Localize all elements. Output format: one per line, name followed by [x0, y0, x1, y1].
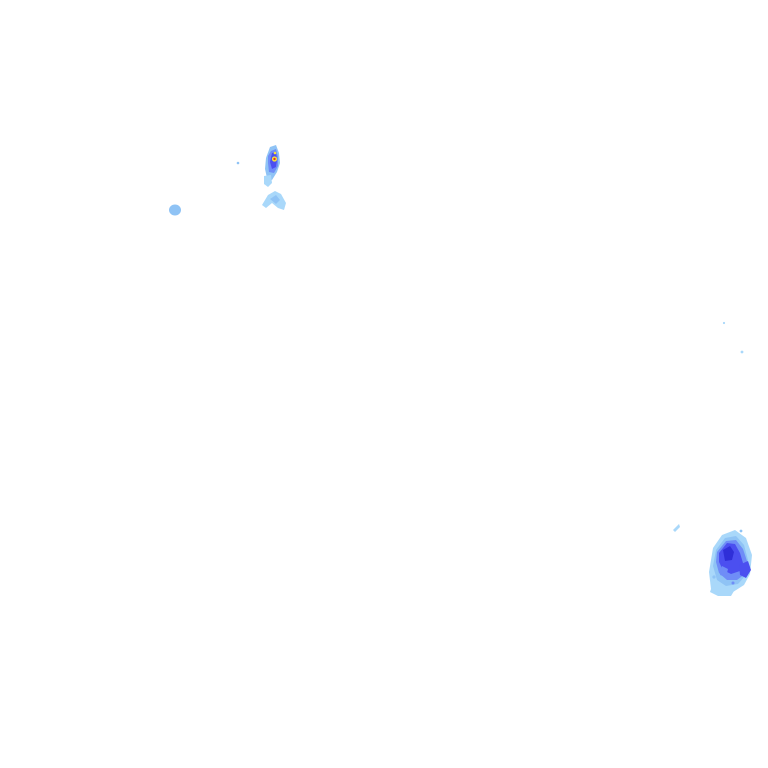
echo-light — [270, 195, 280, 204]
echo-very-light — [264, 175, 272, 187]
echo-heavy — [739, 561, 751, 578]
echo-speck — [739, 529, 743, 533]
echo-speck — [712, 575, 716, 579]
echo-cell-east-specks — [673, 321, 744, 532]
echo-moderate — [720, 566, 728, 577]
echo-speck — [673, 524, 680, 532]
echo-very-heavy — [723, 546, 734, 561]
echo-light — [169, 204, 181, 216]
echo-speck — [740, 350, 744, 354]
echo-cell-northwest-tail — [262, 175, 286, 210]
echo-intense — [273, 151, 277, 155]
echo-speck — [722, 321, 726, 325]
echo-light — [710, 586, 734, 596]
echo-cell-west-fleck — [169, 161, 240, 216]
echo-speck — [731, 581, 735, 585]
echo-cell-southeast — [709, 529, 752, 596]
echo-cell-northwest-core — [265, 145, 280, 180]
echo-extreme — [273, 157, 276, 161]
echo-speck — [236, 161, 240, 165]
